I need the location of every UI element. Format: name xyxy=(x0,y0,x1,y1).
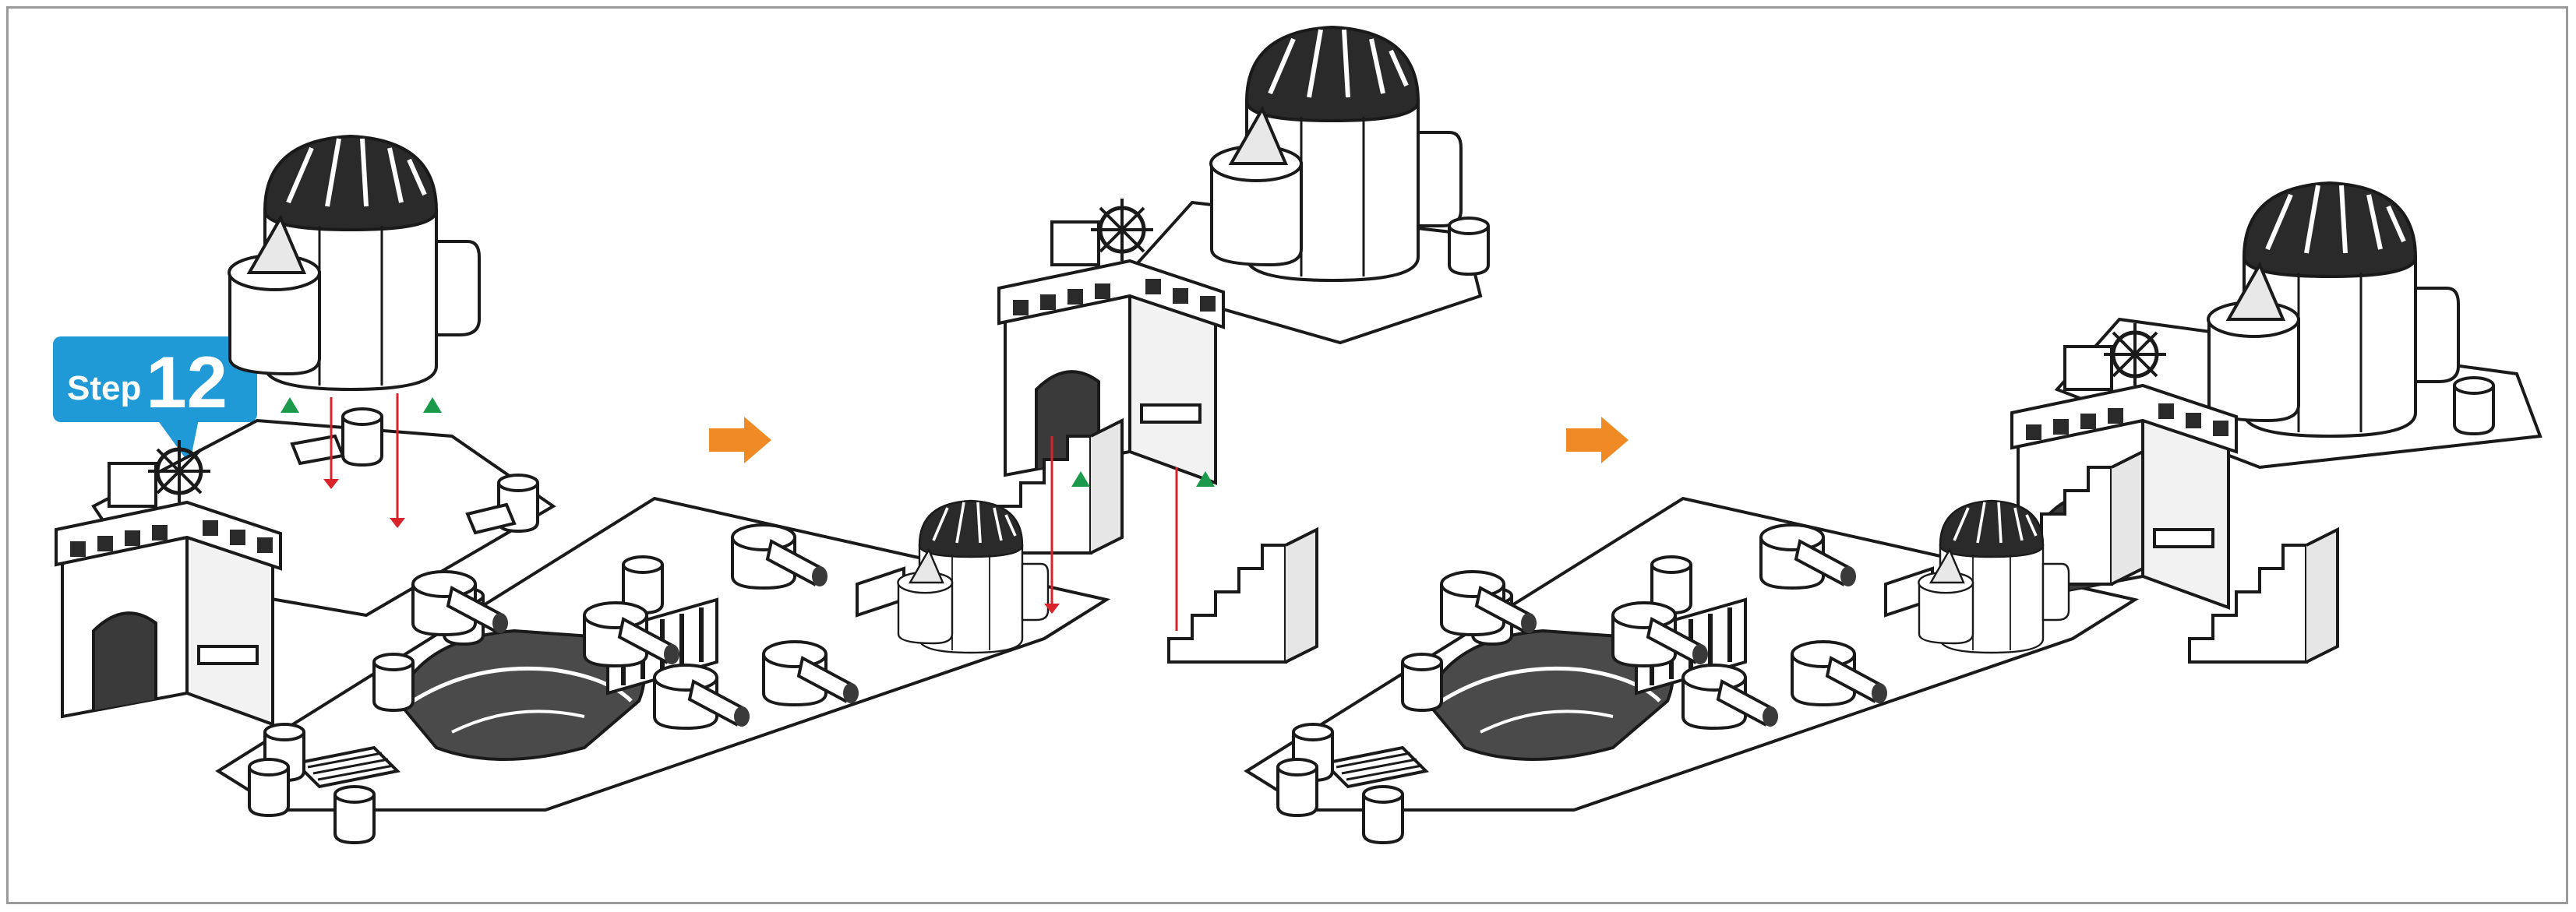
align-marker-icon xyxy=(281,397,299,413)
arrow-right-icon xyxy=(1566,417,1629,463)
align-marker-icon xyxy=(423,397,442,413)
arrow-right-icon xyxy=(709,417,771,463)
dome-tower-part xyxy=(229,136,479,389)
